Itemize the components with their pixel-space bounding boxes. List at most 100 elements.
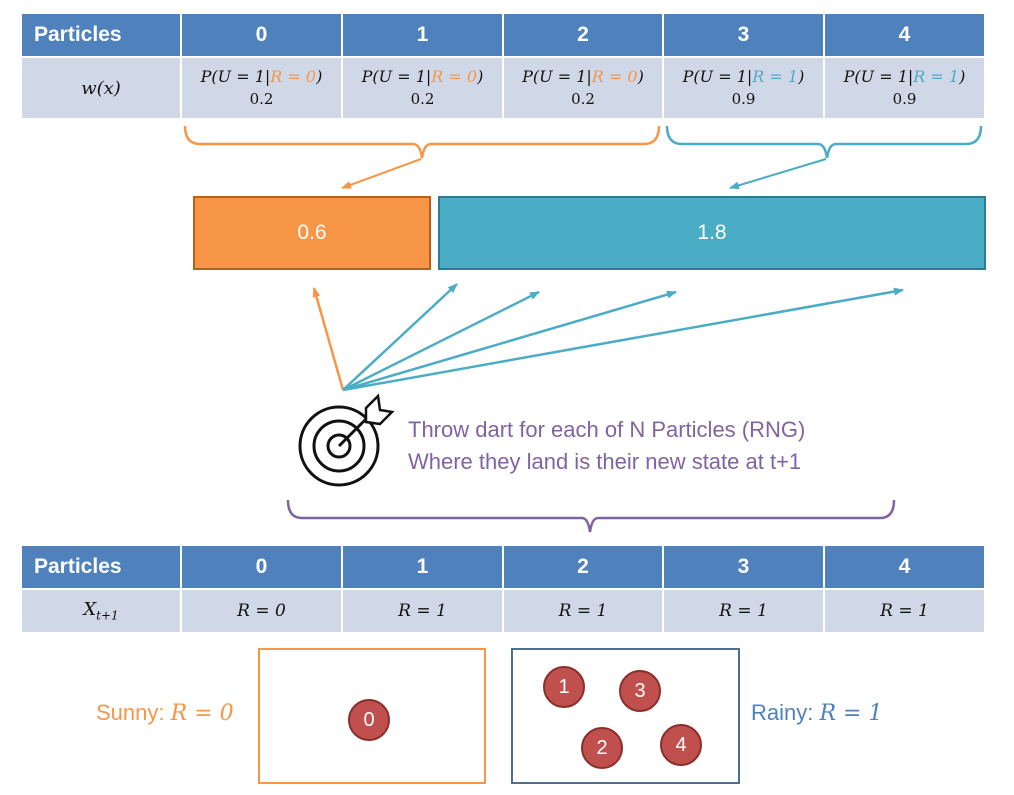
top-header-col-3: 3 — [664, 14, 823, 56]
sunny-label: Sunny: R = 0 — [96, 700, 234, 726]
weight-cell-0: P(U = 1|R = 0) 0.2 — [182, 58, 341, 118]
weight-prefix: P(U = 1| — [843, 67, 914, 86]
rainy-box — [511, 648, 740, 784]
sunny-box — [258, 648, 486, 784]
rainy-brace — [665, 125, 983, 159]
weight-expression: P(U = 1|R = 0) — [362, 66, 484, 88]
top-col-label: 4 — [898, 23, 911, 46]
top-header-particles: Particles — [22, 14, 180, 56]
weight-value: 0.9 — [892, 90, 917, 108]
top-col-label: 3 — [737, 23, 750, 46]
weight-value: 0.2 — [571, 90, 595, 108]
weight-prefix: P(U = 1| — [682, 67, 753, 86]
particle-label: 2 — [596, 736, 608, 759]
state-value: R = 1 — [880, 601, 929, 621]
weight-prefix: P(U = 1| — [361, 67, 432, 86]
bottom-col-label: 3 — [737, 555, 750, 578]
bottom-col-label: 0 — [255, 555, 268, 578]
particle-1: 1 — [543, 666, 585, 708]
weight-suffix: ) — [637, 67, 644, 86]
rainy-weight-bar: 1.8 — [438, 196, 986, 270]
top-col-label: 1 — [416, 23, 429, 46]
weight-condition: R = 0 — [591, 67, 638, 86]
state-cell-4: R = 1 — [825, 590, 984, 632]
dart-arrow-rainy — [342, 283, 458, 391]
state-cell-2: R = 1 — [504, 590, 662, 632]
bottom-header-col-0: 0 — [182, 546, 341, 588]
sunny-weight-bar: 0.6 — [193, 196, 431, 270]
top-header-label: Particles — [34, 23, 122, 46]
weight-suffix: ) — [798, 67, 805, 86]
particle-label: 0 — [363, 708, 375, 731]
rainy-label: Rainy: R = 1 — [751, 700, 882, 726]
weight-value: 0.2 — [410, 90, 435, 108]
weight-condition: R = 0 — [270, 67, 317, 86]
weight-prefix: P(U = 1| — [522, 67, 592, 86]
particle-label: 4 — [675, 733, 687, 756]
sunny-sum-arrow — [341, 158, 422, 189]
particle-0: 0 — [348, 699, 390, 741]
particle-label: 1 — [558, 675, 570, 698]
weight-condition: R = 1 — [752, 67, 799, 86]
rainy-sum-arrow — [729, 158, 827, 190]
dart-arrow-rainy — [342, 287, 904, 392]
bottom-header-col-2: 2 — [504, 546, 662, 588]
weight-condition: R = 1 — [913, 67, 960, 86]
state-var: X — [83, 599, 97, 621]
weight-expression: P(U = 1|R = 1) — [844, 66, 966, 88]
bottom-col-label: 1 — [416, 555, 429, 578]
sunny-weight-total: 0.6 — [297, 221, 327, 244]
particle-4: 4 — [660, 724, 702, 766]
sunny-label-text: Sunny: — [96, 700, 171, 725]
weight-row-label: w(x) — [81, 77, 121, 99]
state-value: R = 1 — [719, 601, 768, 621]
dart-arrow-rainy — [342, 290, 540, 392]
state-cell-3: R = 1 — [664, 590, 823, 632]
weight-suffix: ) — [477, 67, 484, 86]
weight-cell-1: P(U = 1|R = 0) 0.2 — [343, 58, 502, 118]
caption-line-2: Where they land is their new state at t+… — [408, 449, 802, 474]
top-header-col-0: 0 — [182, 14, 341, 56]
state-value: R = 1 — [558, 601, 608, 621]
state-cell-1: R = 1 — [343, 590, 502, 632]
weight-prefix: P(U = 1| — [200, 67, 271, 86]
state-row-label: Xt+1 — [83, 599, 118, 623]
weight-suffix: ) — [316, 67, 323, 86]
rainy-label-math: R = 1 — [819, 701, 883, 726]
weight-value: 0.9 — [731, 90, 756, 108]
weight-cell-3: P(U = 1|R = 1) 0.9 — [664, 58, 823, 118]
weight-expression: P(U = 1|R = 0) — [201, 66, 323, 88]
weight-value: 0.2 — [249, 90, 274, 108]
weight-cell-2: P(U = 1|R = 0) 0.2 — [504, 58, 662, 118]
bottom-row-label: Xt+1 — [22, 590, 180, 632]
bottom-header-particles: Particles — [22, 546, 180, 588]
top-header-col-1: 1 — [343, 14, 502, 56]
top-col-label: 0 — [255, 23, 268, 46]
particle-2: 2 — [581, 727, 623, 769]
state-cell-0: R = 0 — [182, 590, 341, 632]
rainy-label-text: Rainy: — [751, 700, 820, 725]
state-subscript: t+1 — [96, 608, 119, 623]
caption-line-1: Throw dart for each of N Particles (RNG) — [408, 417, 806, 442]
rainy-weight-total: 1.8 — [697, 221, 727, 244]
top-header-col-2: 2 — [504, 14, 662, 56]
bottom-header-col-4: 4 — [825, 546, 984, 588]
particle-3: 3 — [619, 670, 661, 712]
bottom-header-col-3: 3 — [664, 546, 823, 588]
bottom-header-col-1: 1 — [343, 546, 502, 588]
sunny-brace — [183, 125, 661, 159]
top-row-label: w(x) — [22, 58, 180, 118]
dart-arrow-sunny — [312, 287, 345, 391]
sunny-label-math: R = 0 — [170, 701, 234, 726]
resample-brace — [286, 499, 896, 533]
weight-suffix: ) — [959, 67, 966, 86]
bottom-header-label: Particles — [34, 555, 122, 578]
top-header-col-4: 4 — [825, 14, 984, 56]
bottom-col-label: 2 — [577, 555, 589, 578]
weight-cell-4: P(U = 1|R = 1) 0.9 — [825, 58, 984, 118]
weight-expression: P(U = 1|R = 0) — [522, 66, 644, 88]
target-dart-icon — [298, 393, 395, 487]
state-value: R = 0 — [237, 601, 286, 621]
top-col-label: 2 — [577, 23, 589, 46]
